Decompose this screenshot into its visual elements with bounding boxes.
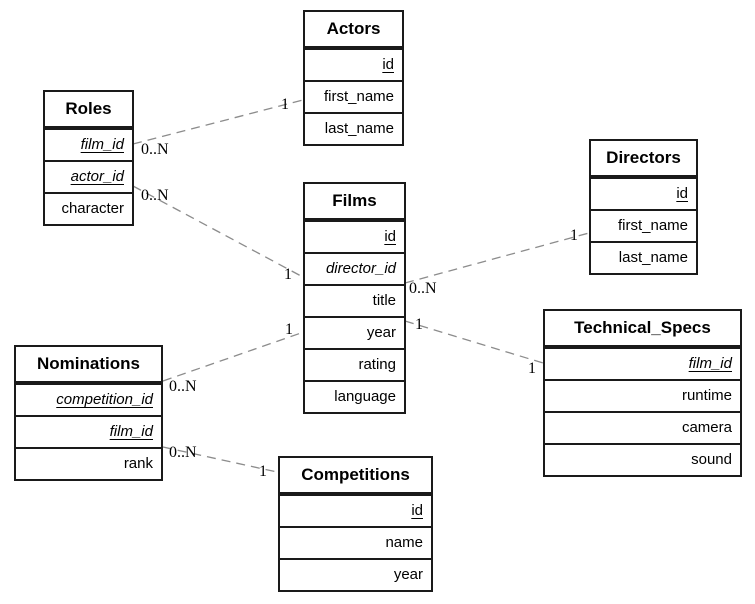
connector-nominations-films: [162, 332, 302, 382]
cardinality-roles-actors-1: 1: [281, 96, 289, 113]
field-roles-actor-id: actor_id: [45, 160, 132, 192]
entity-roles: Roles film_id actor_id character: [43, 90, 134, 226]
entity-actors-title: Actors: [305, 12, 402, 48]
field-roles-film-id: film_id: [45, 128, 132, 160]
connector-films-directors: [404, 232, 590, 284]
field-competitions-id: id: [280, 494, 431, 526]
entity-technical-specs-title: Technical_Specs: [545, 311, 740, 347]
field-actors-id: id: [305, 48, 402, 80]
cardinality-roles-actors-n: 0..N: [141, 141, 169, 158]
field-films-id: id: [305, 220, 404, 252]
field-directors-id: id: [591, 177, 696, 209]
field-films-title: title: [305, 284, 404, 316]
connector-roles-actors: [132, 99, 304, 145]
field-directors-first-name: first_name: [591, 209, 696, 241]
field-competitions-year: year: [280, 558, 431, 590]
cardinality-films-directors-n: 0..N: [409, 280, 437, 297]
field-actors-last-name: last_name: [305, 112, 402, 144]
cardinality-films-technical-specs-1a: 1: [415, 316, 423, 333]
entity-directors: Directors id first_name last_name: [589, 139, 698, 275]
entity-actors: Actors id first_name last_name: [303, 10, 404, 146]
field-actors-first-name: first_name: [305, 80, 402, 112]
cardinality-nominations-films-1: 1: [285, 321, 293, 338]
field-nominations-rank: rank: [16, 447, 161, 479]
entity-nominations: Nominations competition_id film_id rank: [14, 345, 163, 481]
connector-nominations-competitions: [162, 446, 278, 473]
entity-films-title: Films: [305, 184, 404, 220]
entity-directors-title: Directors: [591, 141, 696, 177]
field-technical-specs-camera: camera: [545, 411, 740, 443]
field-films-rating: rating: [305, 348, 404, 380]
connector-films-technical-specs: [404, 320, 544, 364]
cardinality-roles-films-1: 1: [284, 266, 292, 283]
field-technical-specs-runtime: runtime: [545, 379, 740, 411]
field-nominations-competition-id: competition_id: [16, 383, 161, 415]
cardinality-films-directors-1: 1: [570, 227, 578, 244]
connector-roles-films: [132, 185, 302, 277]
entity-nominations-title: Nominations: [16, 347, 161, 383]
field-roles-character: character: [45, 192, 132, 224]
cardinality-nominations-films-n: 0..N: [169, 378, 197, 395]
entity-films: Films id director_id title year rating l…: [303, 182, 406, 414]
entity-competitions: Competitions id name year: [278, 456, 433, 592]
field-films-year: year: [305, 316, 404, 348]
field-technical-specs-film-id: film_id: [545, 347, 740, 379]
cardinality-nominations-competitions-1: 1: [259, 463, 267, 480]
cardinality-films-technical-specs-1b: 1: [528, 360, 536, 377]
cardinality-roles-films-n: 0..N: [141, 187, 169, 204]
entity-roles-title: Roles: [45, 92, 132, 128]
field-nominations-film-id: film_id: [16, 415, 161, 447]
cardinality-nominations-competitions-n: 0..N: [169, 444, 197, 461]
field-competitions-name: name: [280, 526, 431, 558]
field-technical-specs-sound: sound: [545, 443, 740, 475]
entity-competitions-title: Competitions: [280, 458, 431, 494]
field-films-director-id: director_id: [305, 252, 404, 284]
entity-technical-specs: Technical_Specs film_id runtime camera s…: [543, 309, 742, 477]
field-films-language: language: [305, 380, 404, 412]
field-directors-last-name: last_name: [591, 241, 696, 273]
